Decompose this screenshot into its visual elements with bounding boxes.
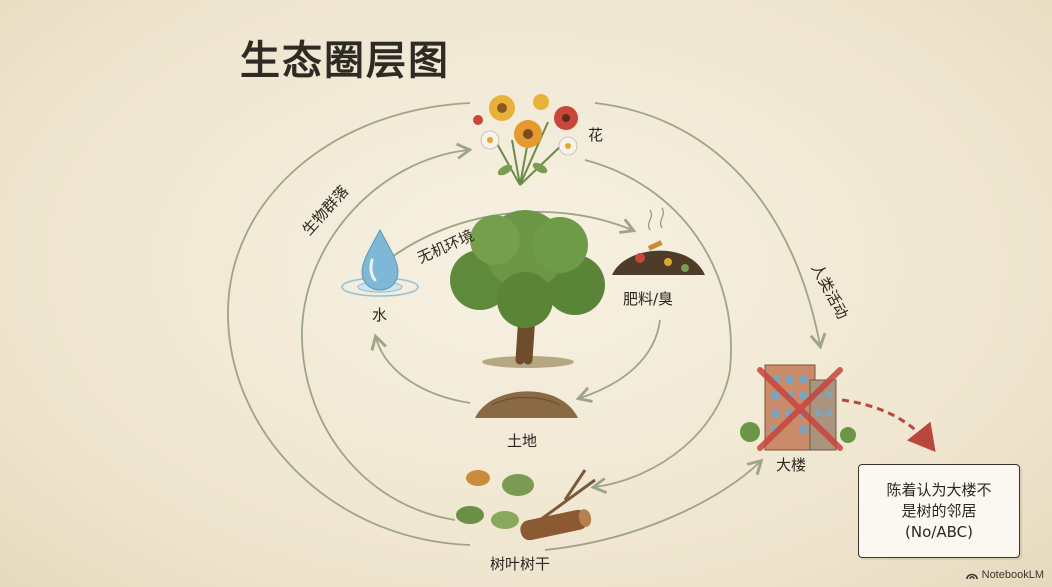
inner-arc-right: [575, 319, 661, 403]
notebooklm-logo-icon: [965, 573, 978, 580]
label-water: 水: [372, 306, 388, 324]
note-line-1: 陈着认为大楼不: [886, 480, 992, 499]
label-fertilizer: 肥料/臭: [623, 290, 674, 308]
note-box: 陈着认为大楼不 是树的邻居 (No/ABC): [858, 464, 1020, 558]
label-flower: 花: [588, 126, 604, 144]
label-building: 大楼: [776, 456, 807, 474]
page-title: 生态圈层图: [240, 37, 450, 84]
soil-mound-icon: [475, 391, 578, 418]
leaves-branches-icon: [456, 469, 596, 541]
building-icon: [740, 364, 856, 451]
inner-arc-left: [370, 333, 471, 404]
red-arrow-to-note: [841, 398, 936, 453]
note-line-2: 是树的邻居: [901, 501, 977, 520]
label-leaves: 树叶树干: [490, 555, 551, 573]
brand-watermark: NotebookLM: [965, 569, 1044, 581]
water-drop-icon: [341, 228, 419, 297]
flowers-icon: [473, 94, 578, 186]
compost-icon: [612, 207, 705, 275]
middle-arc-right: [584, 159, 732, 494]
label-soil: 土地: [507, 432, 538, 450]
outer-arc-left: [227, 102, 471, 546]
middle-arc-left: [301, 142, 473, 521]
outer-arc-right-top: [594, 102, 827, 350]
outer-arc-bottom-right: [544, 458, 764, 551]
tree-icon: [450, 210, 605, 368]
note-line-3: (No/ABC): [905, 522, 973, 541]
brand-text: NotebookLM: [981, 569, 1044, 581]
